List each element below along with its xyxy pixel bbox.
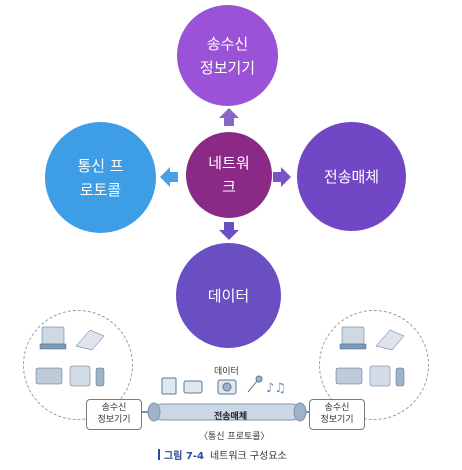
arrow-left [160,167,178,187]
left-device-group [23,310,133,420]
data-label: 데이터 [214,367,239,377]
data-media-icons: ♪♫ [161,375,286,396]
left-device-label: 송수신 정보기기 [86,399,142,431]
node-transmission-medium: 전송매체 [297,122,406,231]
node-sending-receiving-devices: 송수신 정보기기 [177,5,278,106]
node-network: 네트워 크 [186,132,272,218]
svg-text:♪♫: ♪♫ [266,381,286,396]
right-device-group [319,310,429,420]
arrow-up [219,108,239,126]
right-device-label: 송수신 정보기기 [309,399,365,431]
figure-number: 그림 7-4 [164,451,204,462]
figure-title: 네트워크 구성요소 [209,451,287,462]
figure-caption: 그림 7-4 네트워크 구성요소 [158,447,287,462]
node-communication-protocol: 통신 프 로토콜 [45,122,156,233]
protocol-label: 〈통신 프로토콜〉 [199,432,270,442]
medium-label: 전송매체 [214,412,248,422]
arrow-down [219,222,239,240]
node-data: 데이터 [176,243,281,348]
arrow-right [273,167,291,187]
transmission-cable-icon [134,402,320,422]
caption-bar [158,449,160,460]
